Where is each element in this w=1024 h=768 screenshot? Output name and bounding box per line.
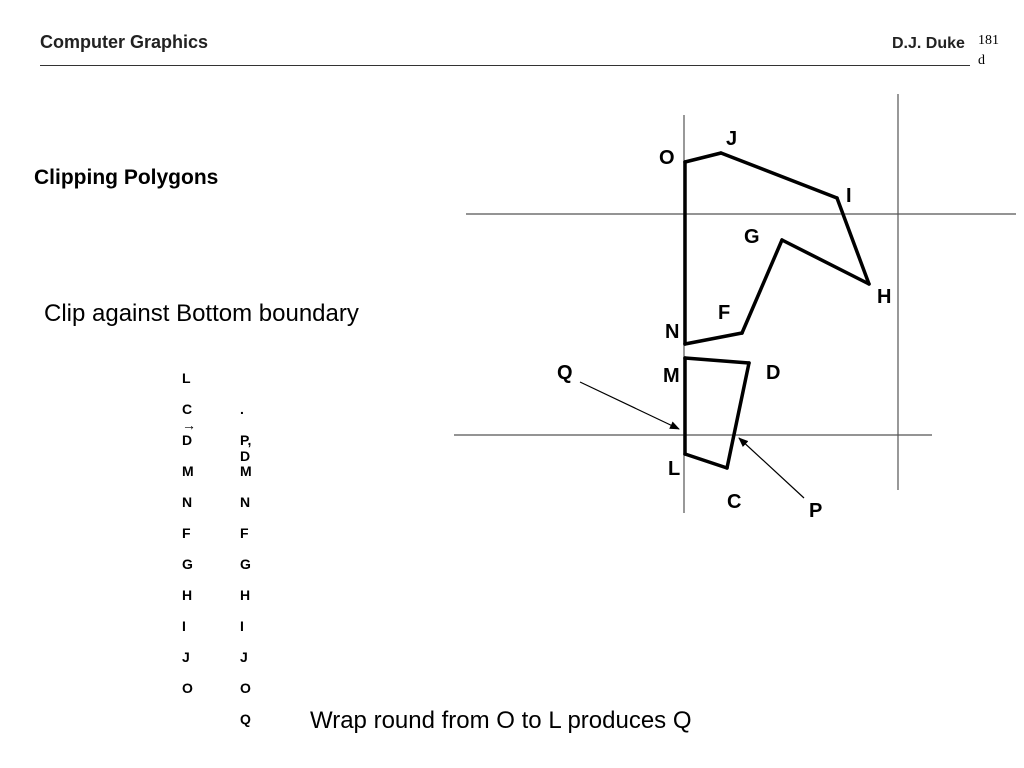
author-name: D.J. Duke (892, 35, 965, 52)
vertex-input: N (182, 494, 193, 510)
edge-gf (740, 238, 784, 335)
edge-ji (719, 151, 839, 200)
vertex-label-f: F (718, 302, 730, 324)
vertex-label-j: J (726, 128, 737, 150)
vertex-input: L (182, 370, 191, 386)
vertex-output: G (240, 556, 251, 572)
vertex-label-n: N (665, 321, 679, 343)
arrow-p (738, 437, 805, 499)
vertex-output: . (240, 401, 244, 417)
vertex-label-q: Q (557, 362, 573, 384)
arrow-q (579, 381, 680, 430)
course-title: Computer Graphics (40, 32, 209, 52)
vertex-output: Q (240, 711, 251, 727)
edge-ih (835, 196, 871, 286)
vertex-label-p: P (809, 500, 822, 522)
edge-md (683, 356, 751, 365)
vertex-label-m: M (663, 365, 680, 387)
page-number: 181 (978, 33, 999, 48)
vertex-input: D (182, 432, 193, 448)
vertex-output: M (240, 463, 252, 479)
vertex-output: I (240, 618, 244, 634)
vertex-output: F (240, 525, 249, 541)
vertex-input: H (182, 587, 193, 603)
vertex-label-o: O (659, 147, 675, 169)
vertex-label-g: G (744, 226, 760, 248)
vertex-input: J (182, 649, 190, 665)
edge-dc (725, 361, 751, 470)
vertex-output: H (240, 587, 251, 603)
vertex-input: G (182, 556, 193, 572)
edge-hg (780, 238, 871, 286)
vertex-output: O (240, 680, 251, 696)
vertex-input: C → (182, 401, 196, 433)
edge-oj (683, 151, 723, 164)
vertex-label-d: D (766, 362, 780, 384)
vertex-label-h: H (877, 286, 891, 308)
vertex-input: O (182, 680, 193, 696)
vertex-input: F (182, 525, 191, 541)
page-suffix: d (978, 53, 985, 68)
header-rule (40, 65, 970, 66)
slide-caption: Wrap round from O to L produces Q (310, 707, 692, 734)
vertex-label-i: I (846, 185, 852, 207)
vertex-output: J (240, 649, 248, 665)
vertex-output: N (240, 494, 251, 510)
vertex-label-c: C (727, 491, 741, 513)
slide-subtitle: Clip against Bottom boundary (44, 300, 359, 327)
edge-cl (683, 452, 729, 470)
slide-title: Clipping Polygons (34, 166, 219, 189)
vertex-label-l: L (668, 458, 680, 480)
edge-fn (683, 331, 744, 346)
vertex-output: P, D (240, 432, 252, 464)
vertex-input: I (182, 618, 186, 634)
vertex-input: M (182, 463, 194, 479)
